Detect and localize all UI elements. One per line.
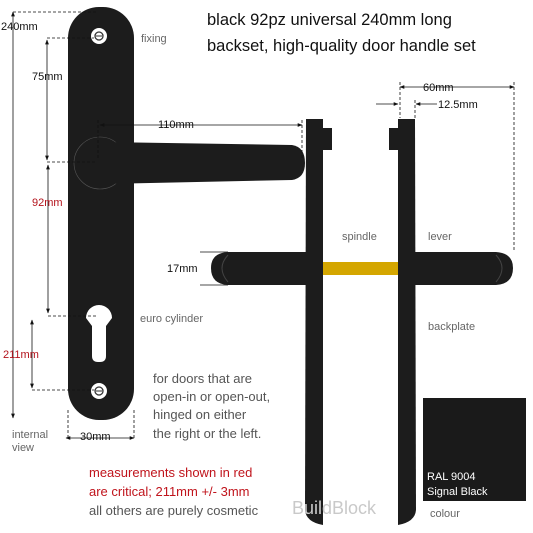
note-critical-2: are critical; 211mm +/- 3mm xyxy=(89,484,250,499)
note-doors-3: hinged on either xyxy=(153,407,247,422)
front-lever xyxy=(73,136,305,190)
watermark: BuildBlock xyxy=(292,498,377,518)
label-euro-cylinder: euro cylinder xyxy=(140,313,203,325)
side-plate-right xyxy=(398,119,416,525)
side-plate-left xyxy=(305,119,323,525)
note-doors-1: for doors that are xyxy=(153,371,252,386)
note-cosmetic: all others are purely cosmetic xyxy=(89,503,259,518)
dim-bottom-to-cylinder: 211mm xyxy=(3,349,39,361)
swatch-code: RAL 9004 xyxy=(427,471,476,483)
spindle xyxy=(323,262,398,275)
dim-lever-to-cylinder: 92mm xyxy=(32,197,63,209)
dim-plate-thickness: 12.5mm xyxy=(438,99,478,111)
dim-lever-diameter: 17mm xyxy=(167,263,198,275)
side-rose-left xyxy=(323,128,332,150)
label-internal-view-2: view xyxy=(12,442,34,454)
title-line-2: backset, high-quality door handle set xyxy=(207,37,476,55)
dim-lever-length: 110mm xyxy=(158,119,194,131)
bottom-fixing-screw xyxy=(91,383,107,399)
top-fixing-screw xyxy=(91,28,107,44)
note-doors-2: open-in or open-out, xyxy=(153,389,270,404)
swatch-name: Signal Black xyxy=(427,486,488,498)
label-spindle: spindle xyxy=(342,231,377,243)
label-internal-view-1: internal xyxy=(12,429,48,441)
side-lever-right xyxy=(415,252,513,285)
note-critical-1: measurements shown in red xyxy=(89,465,252,480)
side-rose-right xyxy=(389,128,398,150)
front-backplate xyxy=(68,7,134,420)
label-lever: lever xyxy=(428,231,452,243)
dim-overall-height: 240mm xyxy=(1,21,38,33)
label-fixing: fixing xyxy=(141,33,167,45)
colour-swatch xyxy=(423,398,526,501)
title-line-1: black 92pz universal 240mm long xyxy=(207,11,452,29)
dim-top-to-lever: 75mm xyxy=(32,71,63,83)
label-backplate: backplate xyxy=(428,321,475,333)
dim-projection: 60mm xyxy=(423,82,454,94)
dim-plate-width: 30mm xyxy=(80,431,111,443)
label-colour: colour xyxy=(430,508,460,520)
side-lever-left xyxy=(211,252,306,285)
note-doors-4: the right or the left. xyxy=(153,426,261,441)
euro-cylinder-hole xyxy=(86,305,112,362)
